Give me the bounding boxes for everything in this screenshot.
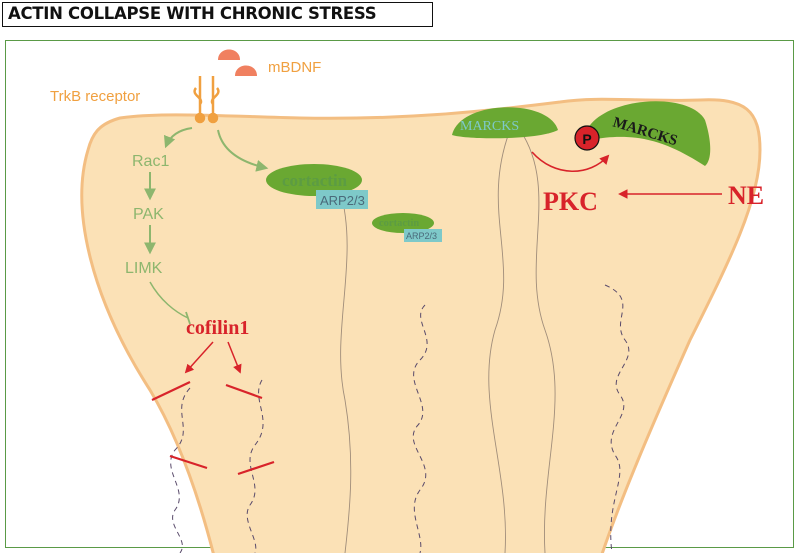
- marcks-membrane-blob: [452, 107, 558, 139]
- severed-actin-1: [151, 381, 191, 401]
- actin-filament-1: [339, 189, 352, 553]
- actin-filament-3: [519, 129, 556, 553]
- mbdnf-ligand-1: [218, 49, 240, 60]
- arp23-small-box: [404, 229, 442, 242]
- marcks-left-label: MARCKS: [460, 119, 519, 134]
- cortactin-large-label: cortactin: [282, 171, 348, 190]
- limk-label: LIMK: [125, 260, 163, 277]
- cofilin-arrow-left: [184, 341, 214, 374]
- mbdnf-label: mBDNF: [268, 59, 321, 76]
- trkb-to-cortactin-arrow: [217, 129, 269, 172]
- limk-inhibits-cofilin: [149, 281, 189, 319]
- arp23-large-box: [316, 190, 368, 209]
- collapsed-actin-4: [604, 284, 630, 553]
- pkc-phosphorylation-arrow: [531, 151, 610, 173]
- arp23-small-label: ARP2/3: [406, 231, 437, 241]
- severed-actin-3: [169, 454, 208, 470]
- inhibition-bar: [185, 311, 191, 325]
- phosphate-label: P: [582, 131, 591, 147]
- pkc-label: PKC: [543, 187, 598, 216]
- diagram-title: ACTIN COLLAPSE WITH CHRONIC STRESS: [2, 2, 433, 27]
- cortactin-large-blob: [266, 164, 362, 196]
- collapsed-actin-3: [412, 304, 428, 553]
- mbdnf-ligand-2: [235, 65, 257, 76]
- actin-filament-2: [488, 129, 511, 553]
- phosphate-icon: [574, 125, 600, 151]
- cortactin-small-blob: [372, 213, 434, 233]
- trkb-to-rac1-arrow: [163, 127, 193, 149]
- cortactin-small-label: cortactin: [379, 218, 419, 229]
- rac1-label: Rac1: [132, 153, 169, 170]
- marcks-phospho-blob: [588, 101, 711, 166]
- spine-cell-body: [80, 97, 762, 553]
- trkb-label: TrkB receptor: [50, 88, 140, 105]
- cofilin-label: cofilin1: [186, 317, 249, 339]
- severed-actin-2: [225, 383, 263, 400]
- ne-label: NE: [728, 181, 764, 210]
- collapsed-actin-1: [170, 387, 191, 553]
- arp23-large-label: ARP2/3: [320, 193, 365, 208]
- severed-actin-4: [237, 460, 275, 476]
- pak-label: PAK: [133, 206, 164, 223]
- trkb-receptor-icon: [193, 76, 220, 124]
- cofilin-arrow-right: [227, 341, 242, 374]
